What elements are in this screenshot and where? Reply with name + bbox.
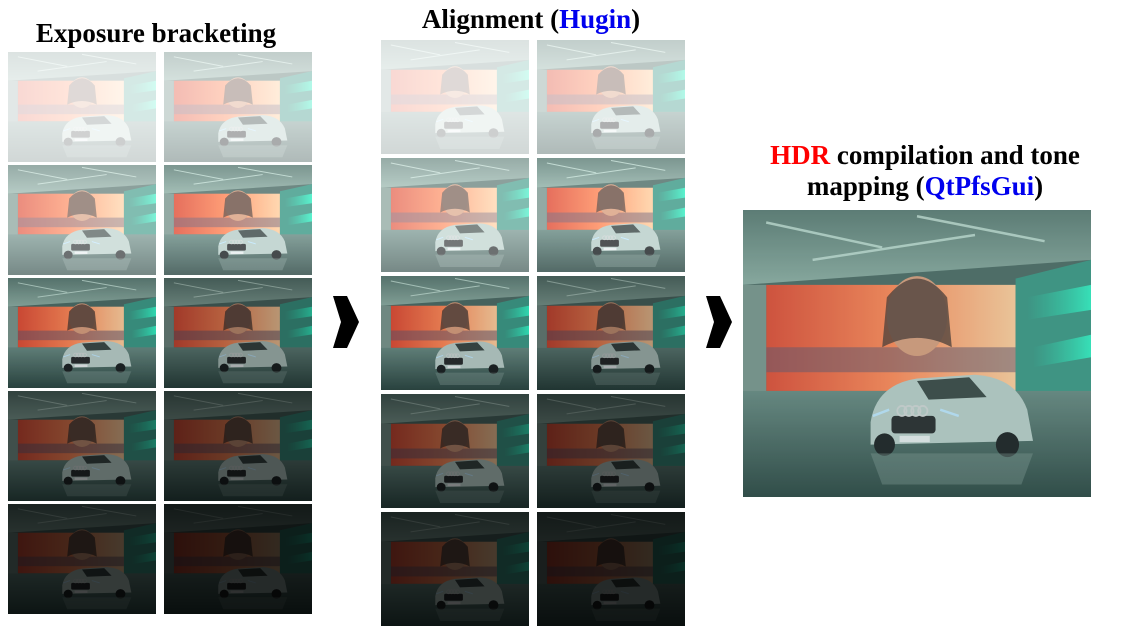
exposure-thumbnail <box>164 52 312 162</box>
bracketing-title: Exposure bracketing <box>10 18 302 49</box>
exposure-overlay <box>381 40 529 154</box>
hdr-title-line2-before: mapping ( <box>806 171 925 201</box>
showroom-car-photo <box>8 278 156 388</box>
hdr-title-line1: HDR compilation and tone <box>740 140 1110 171</box>
exposure-overlay <box>537 276 685 390</box>
exposure-overlay <box>164 278 312 388</box>
step-arrow-icon <box>333 296 359 348</box>
exposure-overlay <box>8 504 156 614</box>
exposure-thumbnail <box>381 40 529 154</box>
exposure-overlay <box>8 278 156 388</box>
bracketing-grid <box>8 52 312 622</box>
showroom-car-photo <box>164 278 312 388</box>
exposure-overlay <box>164 165 312 275</box>
exposure-thumbnail <box>164 278 312 388</box>
exposure-overlay <box>381 394 529 508</box>
exposure-overlay <box>8 391 156 501</box>
exposure-overlay <box>537 158 685 272</box>
hdr-title-line2-after: ) <box>1034 171 1044 201</box>
exposure-thumbnail <box>381 158 529 272</box>
hdr-tool-name: QtPfsGui <box>924 171 1035 201</box>
hdr-highlight: HDR <box>770 140 831 170</box>
showroom-car-photo <box>8 391 156 501</box>
showroom-car-photo <box>537 276 685 390</box>
exposure-overlay <box>381 512 529 626</box>
alignment-title: Alignment (Hugin) <box>380 4 682 35</box>
showroom-car-photo <box>381 276 529 390</box>
exposure-thumbnail <box>537 158 685 272</box>
showroom-car-photo <box>381 158 529 272</box>
bracketing-title-text: Exposure bracketing <box>35 18 277 48</box>
exposure-overlay <box>8 165 156 275</box>
hdr-title-line2: mapping (QtPfsGui) <box>740 171 1110 202</box>
exposure-thumbnail <box>8 52 156 162</box>
showroom-car-photo <box>8 165 156 275</box>
tone-mapping-overlay <box>743 210 1091 497</box>
exposure-thumbnail <box>8 504 156 614</box>
exposure-overlay <box>164 504 312 614</box>
exposure-thumbnail <box>8 165 156 275</box>
exposure-overlay <box>381 276 529 390</box>
showroom-car-photo <box>537 158 685 272</box>
exposure-overlay <box>537 394 685 508</box>
alignment-title-after: ) <box>631 4 641 34</box>
alignment-grid <box>381 40 685 626</box>
exposure-thumbnail <box>537 512 685 626</box>
hdr-title-line1-rest: compilation and tone <box>830 140 1080 170</box>
exposure-thumbnail <box>381 394 529 508</box>
exposure-thumbnail <box>164 165 312 275</box>
exposure-thumbnail <box>8 391 156 501</box>
exposure-overlay <box>164 52 312 162</box>
exposure-thumbnail <box>537 276 685 390</box>
exposure-overlay <box>164 391 312 501</box>
exposure-thumbnail <box>537 40 685 154</box>
hdr-title: HDR compilation and tone mapping (QtPfsG… <box>740 140 1110 202</box>
exposure-thumbnail <box>164 504 312 614</box>
exposure-thumbnail <box>537 394 685 508</box>
alignment-tool-name: Hugin <box>559 4 632 34</box>
step-arrow-shape <box>333 296 359 348</box>
exposure-thumbnail <box>8 278 156 388</box>
step-arrow-icon <box>706 296 732 348</box>
exposure-overlay <box>381 158 529 272</box>
alignment-title-before: Alignment ( <box>421 4 560 34</box>
exposure-thumbnail <box>381 512 529 626</box>
hdr-result-image <box>743 210 1091 497</box>
showroom-car-photo <box>381 394 529 508</box>
exposure-overlay <box>537 40 685 154</box>
exposure-thumbnail <box>381 276 529 390</box>
showroom-car-photo <box>164 165 312 275</box>
exposure-thumbnail <box>164 391 312 501</box>
exposure-overlay <box>537 512 685 626</box>
step-arrow-shape <box>706 296 732 348</box>
exposure-overlay <box>8 52 156 162</box>
